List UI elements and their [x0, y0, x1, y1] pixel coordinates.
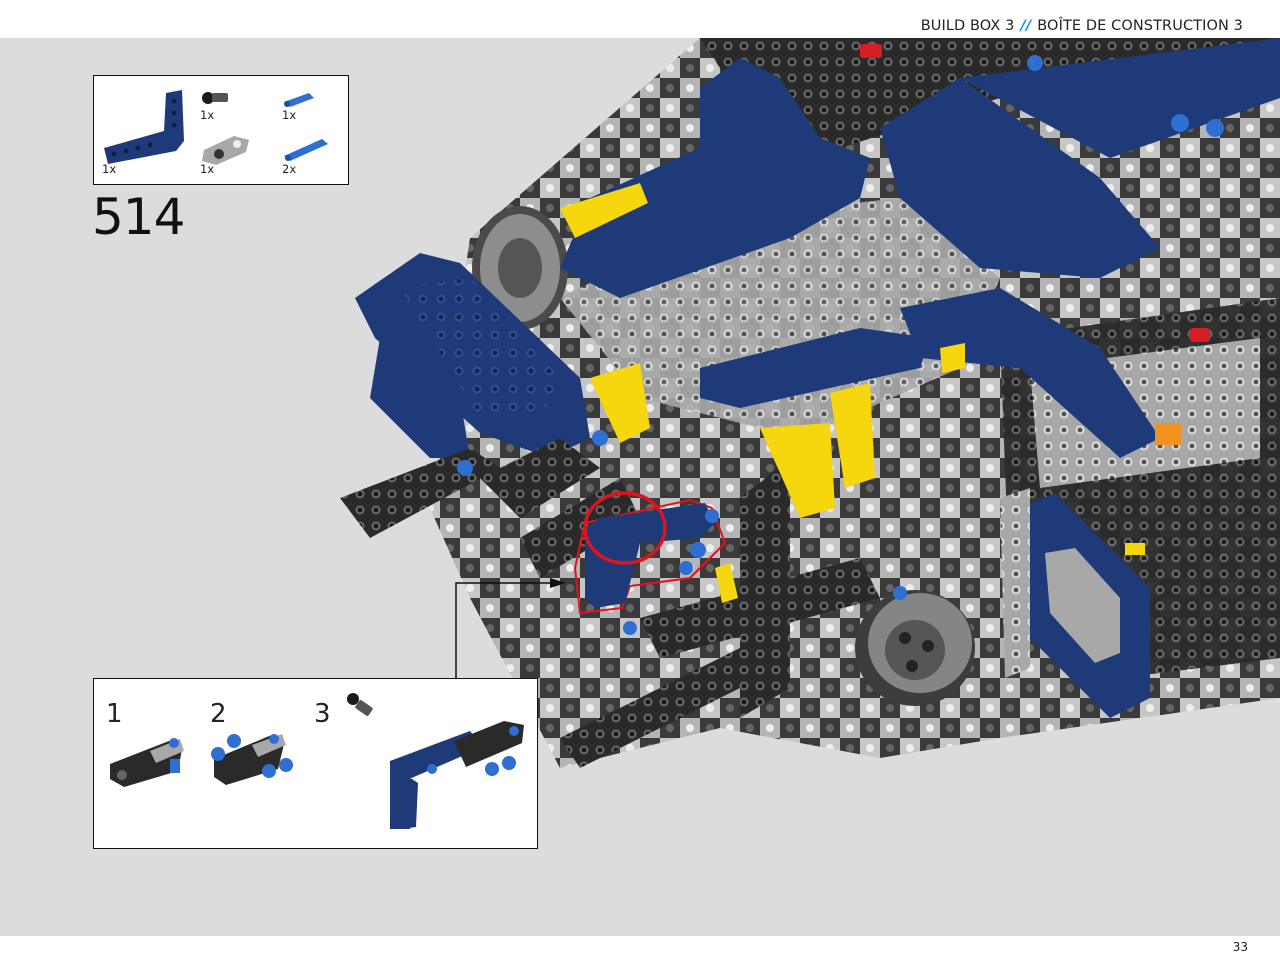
page-footer: 33	[0, 936, 1280, 974]
accent-pins	[860, 44, 1210, 445]
rear-wheel-hub	[855, 590, 975, 706]
callout-pointer	[455, 578, 566, 678]
parts-list-illustrations	[104, 90, 328, 165]
blue-angled-beam-icon	[104, 90, 184, 164]
substep-1-number: 1	[106, 699, 123, 729]
build-box-fr: BOÎTE DE CONSTRUCTION 3	[1037, 18, 1243, 34]
qty-blue-pin-short: 1x	[282, 108, 297, 122]
parts-list-box: 1x 1x 1x 1x 2x	[93, 75, 349, 185]
blue-engine-cover	[560, 38, 1280, 458]
header-separator: //	[1020, 18, 1032, 34]
substep-1-illustration	[110, 738, 184, 787]
substep-2-number: 2	[210, 699, 227, 729]
qty-black-pin: 1x	[200, 108, 215, 122]
blue-rear-frame	[1000, 488, 1150, 718]
highlight-circle	[583, 491, 667, 565]
blue-pins	[457, 55, 1224, 635]
page-header: BUILD BOX 3 // BOÎTE DE CONSTRUCTION 3	[0, 0, 1280, 38]
subassembly-illustrations	[110, 693, 524, 829]
instruction-canvas: 1x 1x 1x 1x 2x 514 1 2 3	[0, 38, 1280, 936]
qty-blue-angled-beam: 1x	[102, 162, 117, 176]
yellow-connectors	[560, 183, 1145, 603]
blue-pin-long-icon	[284, 139, 328, 161]
build-box-en: BUILD BOX 3	[920, 18, 1015, 34]
substep-2-illustration	[211, 734, 293, 785]
qty-gray-connector: 1x	[200, 162, 215, 176]
gray-connector-icon	[202, 136, 249, 165]
model-illustration	[340, 38, 1280, 768]
subassembly-callout: 1 2 3	[93, 678, 538, 849]
new-part-highlight	[573, 491, 727, 615]
blue-front-frame	[355, 253, 590, 458]
page-number: 33	[1232, 940, 1248, 954]
substep-3-illustration	[347, 693, 524, 829]
blue-pin-short-icon	[284, 93, 314, 107]
build-box-label: BUILD BOX 3 // BOÎTE DE CONSTRUCTION 3	[921, 18, 1243, 34]
black-pin-icon	[202, 92, 228, 104]
substep-3-number: 3	[314, 699, 331, 729]
step-number: 514	[92, 188, 185, 246]
qty-blue-pin-long: 2x	[282, 162, 297, 176]
